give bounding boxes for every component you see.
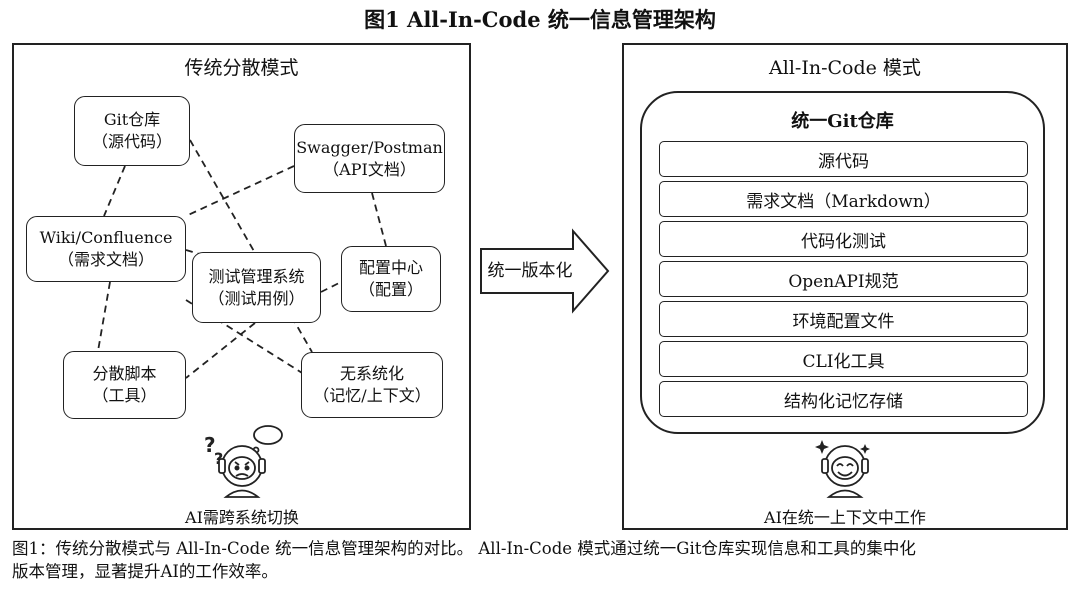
layer-structured-memory: 结构化记忆存储 [659,381,1028,417]
node-wiki-confluence: Wiki/Confluence （需求文档） [26,216,186,282]
figure-caption: 图1：传统分散模式与 All-In-Code 统一信息管理架构的对比。 All-… [12,537,1072,583]
node-test-management: 测试管理系统 （测试用例） [192,252,321,323]
node-swagger-postman: Swagger/Postman （API文档） [294,124,445,193]
layer-code-tests: 代码化测试 [659,221,1028,257]
all-in-code-panel-title: All-In-Code 模式 [769,57,921,79]
svg-text:?: ? [214,449,223,468]
ai-unified-context-label: AI在统一上下文中工作 [764,508,926,527]
ai-switching-label: AI需跨系统切换 [185,508,299,527]
figure-title: 图1 All-In-Code 统一信息管理架构 [364,7,716,32]
link-swagger-wiki [185,165,295,217]
unify-arrow-label: 统一版本化 [487,261,573,281]
link-git-memory [189,139,313,353]
layer-source-code: 源代码 [659,141,1028,177]
layer-cli-tools: CLI化工具 [659,341,1028,377]
layer-requirements-docs: 需求文档（Markdown） [659,181,1028,217]
node-no-system-memory: 无系统化 （记忆/上下文） [301,352,443,418]
node-scattered-scripts: 分散脚本 （工具） [63,351,186,419]
layer-env-config: 环境配置文件 [659,301,1028,337]
node-git-repo: Git仓库 （源代码） [74,96,190,166]
layer-openapi-spec: OpenAPI规范 [659,261,1028,297]
link-test-scripts [185,322,256,379]
link-test-config [320,281,342,293]
link-git-wiki [103,165,126,217]
caption-line-2: 版本管理，显著提升AI的工作效率。 [12,562,278,581]
caption-line-1: 图1：传统分散模式与 All-In-Code 统一信息管理架构的对比。 All-… [12,539,916,558]
node-config-center: 配置中心 （配置） [341,246,441,312]
link-swagger-config [371,192,387,247]
svg-text:?: ? [204,433,216,457]
unified-repo-title: 统一Git仓库 [791,111,894,132]
traditional-panel-title: 传统分散模式 [184,57,299,79]
